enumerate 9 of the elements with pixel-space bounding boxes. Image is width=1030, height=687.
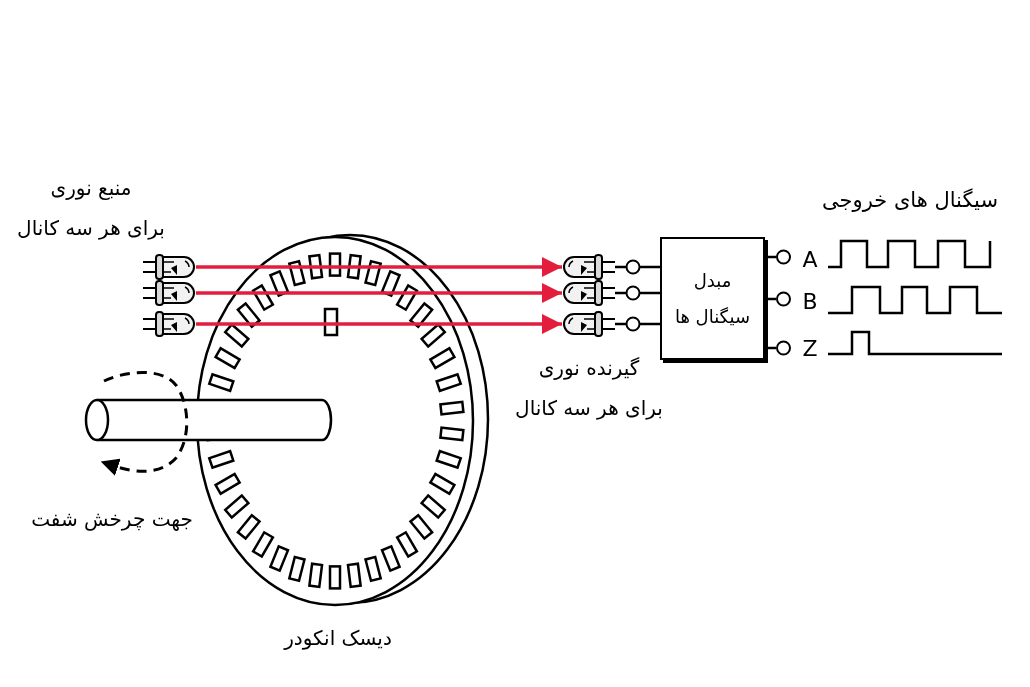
emitter-caption: منبع نوری برای هر سه کانال xyxy=(17,175,165,242)
converter-label: مبدل سیگنال ها xyxy=(674,268,751,329)
output-heading: سیگنال های خروجی xyxy=(822,187,998,214)
receiver-caption: گیرنده نوری برای هر سه کانال xyxy=(515,355,663,422)
signal-letter: Z xyxy=(802,336,818,362)
signal-letter: A xyxy=(802,247,818,273)
signal-letter: B xyxy=(802,289,818,315)
rotation-caption: جهت چرخش شفت xyxy=(31,506,193,533)
disc-caption: دیسک انکودر xyxy=(284,625,392,652)
